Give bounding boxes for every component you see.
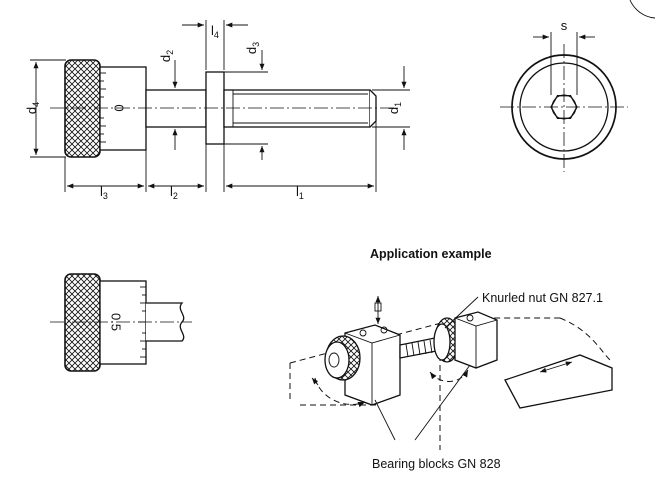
label-knurled-nut: Knurled nut GN 827.1 [482,291,603,305]
detail-view: 0.5 [50,273,192,372]
thread-section [223,89,371,128]
leader-block-left [374,399,396,441]
label-d1: d1 [386,102,403,114]
knurled-head [64,59,101,158]
label-bearing-blocks: Bearing blocks GN 828 [372,457,501,471]
label-l1: l1 [296,184,304,201]
application-sketch [289,296,613,450]
end-view: s [500,18,628,172]
label-d3: d3 [244,42,261,54]
application-title: Application example [370,247,492,261]
shaft-d2 [145,89,207,128]
label-l3: l3 [100,184,108,201]
label-d4: d4 [24,102,41,114]
label-l4: l4 [211,23,219,40]
leader-block-right [414,364,471,441]
side-view: 0 [50,59,395,158]
leader-knurled-nut [444,296,479,329]
corner-arc [629,0,655,19]
scale-collar [99,66,147,151]
label-l2: l2 [170,184,178,201]
scale-ticks [100,72,106,143]
dimensions-top: d4 d2 l4 d3 d1 l3 l2 [24,20,410,201]
label-d2: d2 [158,50,175,62]
label-s: s [561,18,568,33]
